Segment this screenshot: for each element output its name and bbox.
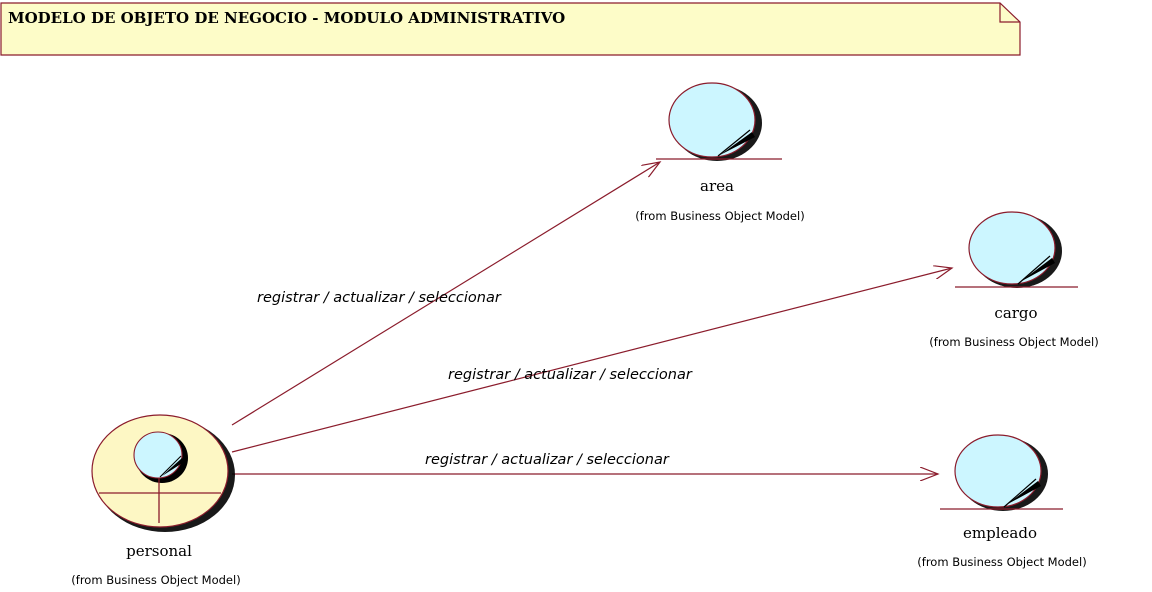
diagram-title: MODELO DE OBJETO DE NEGOCIO - MODULO ADM… (8, 9, 565, 27)
entity-name-empleado: empleado (963, 524, 1037, 542)
business-entity-icon (940, 434, 1063, 511)
entity-area[interactable]: area (from Business Object Model) (635, 82, 805, 223)
business-entity-icon (656, 82, 782, 161)
entity-from-cargo: (from Business Object Model) (929, 335, 1098, 349)
association-label-cargo: registrar / actualizar / seleccionar (448, 367, 693, 383)
association-line-area (231, 162, 660, 426)
business-entity-icon (955, 211, 1078, 288)
worker-name-personal: personal (126, 542, 192, 560)
worker-personal[interactable]: personal (from Business Object Model) (71, 414, 241, 587)
worker-from-personal: (from Business Object Model) (71, 573, 240, 587)
association-label-empleado: registrar / actualizar / seleccionar (425, 452, 670, 468)
association-area[interactable]: registrar / actualizar / seleccionar (231, 162, 660, 426)
entity-name-area: area (700, 177, 734, 195)
association-line-cargo (231, 268, 952, 453)
business-worker-icon (91, 414, 235, 532)
entity-from-empleado: (from Business Object Model) (917, 555, 1086, 569)
title-note-shape (0, 2, 1021, 56)
association-label-area: registrar / actualizar / seleccionar (257, 290, 502, 306)
association-empleado[interactable]: registrar / actualizar / seleccionar (232, 452, 938, 474)
entity-name-cargo: cargo (994, 304, 1037, 322)
association-cargo[interactable]: registrar / actualizar / seleccionar (231, 268, 952, 453)
title-note[interactable]: MODELO DE OBJETO DE NEGOCIO - MODULO ADM… (0, 2, 1021, 56)
title-note-fold (999, 3, 1020, 23)
entity-cargo[interactable]: cargo (from Business Object Model) (929, 211, 1099, 349)
entity-from-area: (from Business Object Model) (635, 209, 804, 223)
entity-empleado[interactable]: empleado (from Business Object Model) (917, 434, 1087, 569)
